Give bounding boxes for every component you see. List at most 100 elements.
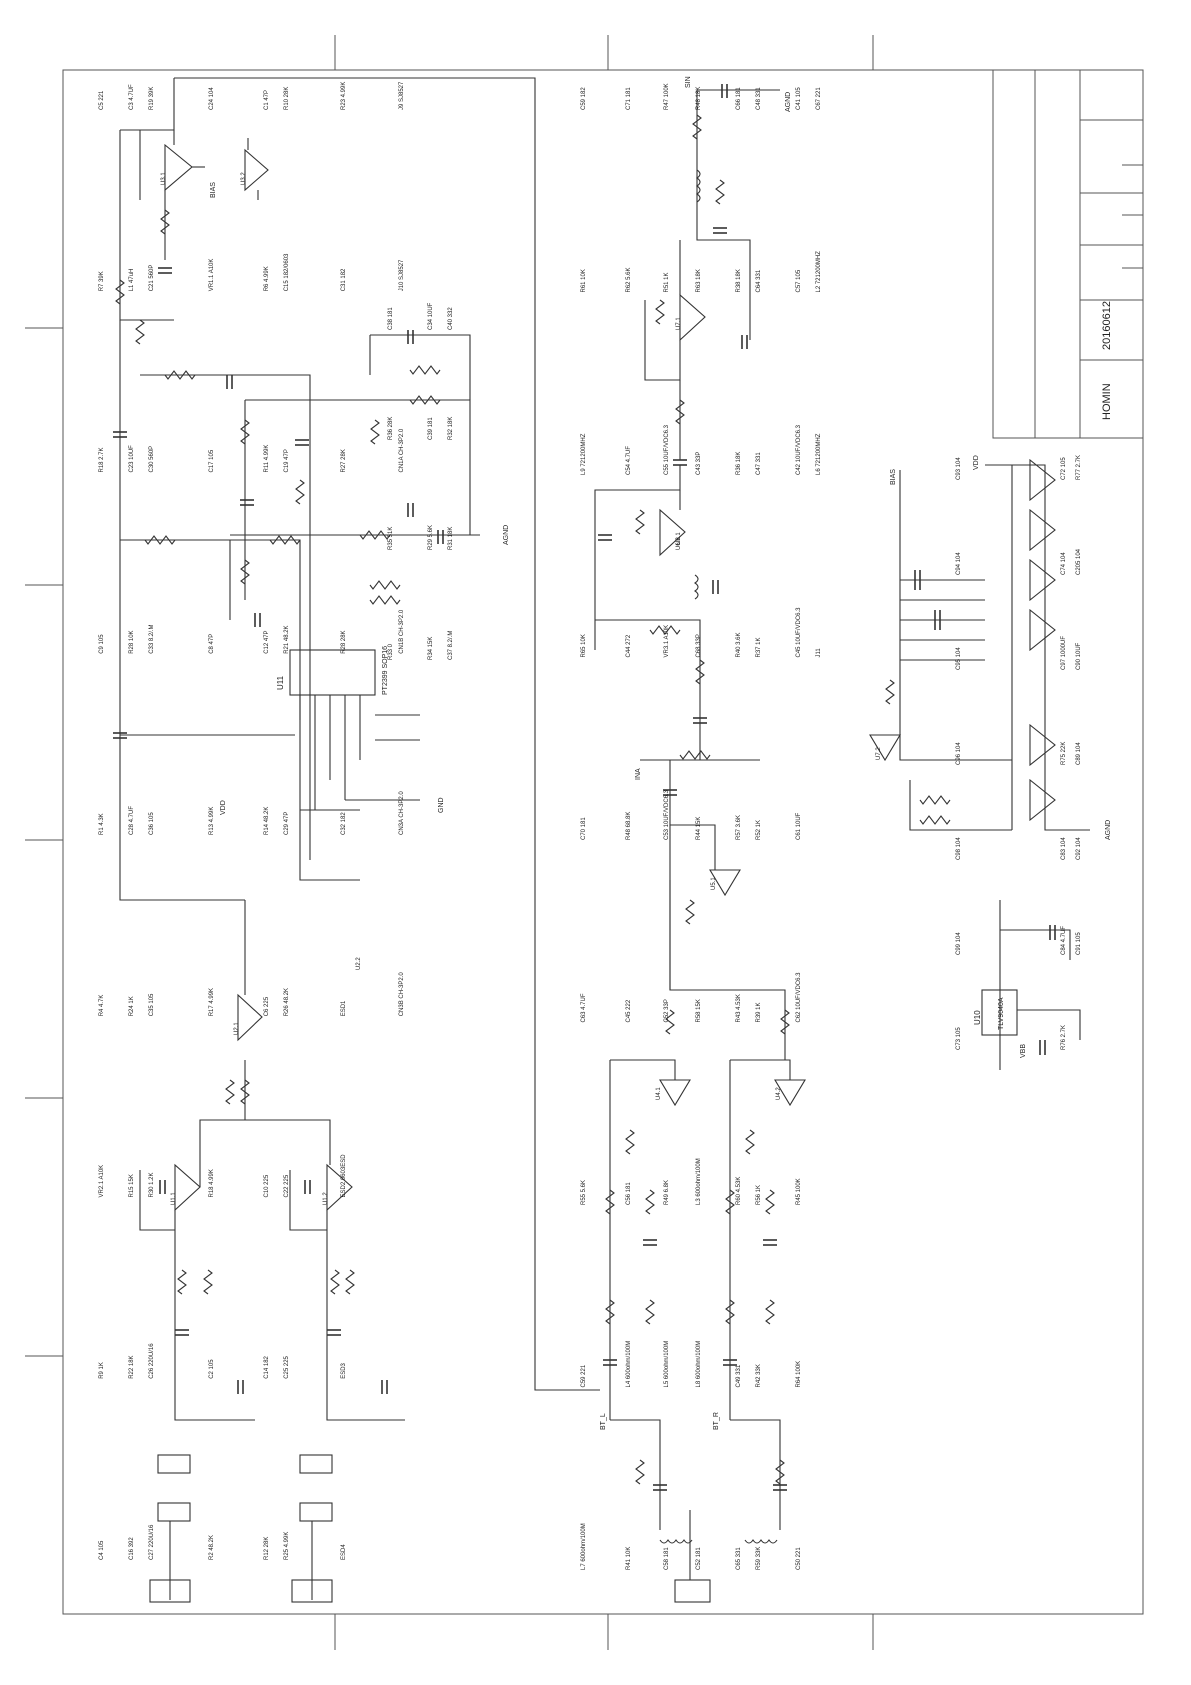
component-label-decoupling-15: R77 2.7K bbox=[1076, 455, 1082, 480]
component-label-decoupling-4: C96 104 bbox=[956, 742, 962, 765]
component-label-decoupling-7: C73 105 bbox=[956, 1027, 962, 1050]
component-label-decoupling-20: C91 105 bbox=[1076, 932, 1082, 955]
component-label-mid-1: C38 181 bbox=[388, 307, 394, 330]
component-label-decoupling-14: R76 2.7K bbox=[1061, 1025, 1067, 1050]
input-stage bbox=[139, 900, 405, 1603]
component-label-left-14: C28 4.7UF bbox=[129, 806, 135, 835]
component-label-right-38: R38 18K bbox=[736, 269, 742, 292]
net-vdd-2: VDD bbox=[973, 455, 980, 470]
component-label-right-44: C49 331 bbox=[736, 1364, 742, 1387]
component-label-right-50: R52 1K bbox=[756, 820, 762, 840]
component-label-left-20: C21 560P bbox=[149, 265, 155, 292]
component-label-right-54: R59 33K bbox=[756, 1547, 762, 1570]
component-label-mid-10: R32 18K bbox=[448, 417, 454, 440]
net-sin: SIN bbox=[685, 76, 692, 88]
component-label-right-7: R55 5.6K bbox=[581, 1180, 587, 1205]
component-label-right-42: R43 4.53K bbox=[736, 994, 742, 1022]
component-label-right-58: C45 10UF/VDC6.3 bbox=[796, 607, 802, 658]
component-label-right-35: L8 600ohm/100M bbox=[696, 1341, 702, 1388]
component-label-left-63: ESD4 bbox=[341, 1544, 347, 1560]
component-label-right-14: R48 68.8K bbox=[626, 812, 632, 840]
component-label-left-7: VR2.1 A10K bbox=[99, 1165, 105, 1198]
component-label-left-15: R24 1K bbox=[129, 996, 135, 1016]
component-label-mid-7: R29 5.6K bbox=[428, 525, 434, 550]
component-label-right-8: C59 221 bbox=[581, 1364, 587, 1387]
component-label-right-3: L9 721200MHZ bbox=[581, 433, 587, 475]
component-label-right-21: C55 10UF/VDC6.3 bbox=[664, 424, 670, 475]
opamp-label-U7-1: U7.1 bbox=[676, 317, 682, 330]
component-label-right-15: C45 222 bbox=[626, 999, 632, 1022]
component-label-left-67: CN1B CH-3P2.0 bbox=[399, 609, 405, 654]
opamp-label-U6-1: U6.1 bbox=[676, 532, 682, 545]
component-label-decoupling-16: C205 104 bbox=[1076, 548, 1082, 575]
component-label-right-62: R64 100K bbox=[796, 1361, 802, 1388]
component-label-left-58: R28 28K bbox=[341, 630, 347, 653]
component-label-mid-8: R34 15K bbox=[428, 637, 434, 660]
component-label-right-5: C70 181 bbox=[581, 817, 587, 840]
component-label-right-13: C44 272 bbox=[626, 634, 632, 657]
opamp-label-U5-1: U5.1 bbox=[711, 877, 717, 890]
component-label-decoupling-18: C89 104 bbox=[1076, 742, 1082, 765]
component-label-left-61: ESD2 0603ESD bbox=[341, 1154, 347, 1198]
component-label-right-1: C59 182 bbox=[581, 87, 587, 110]
net-bt-l: BT_L bbox=[600, 1413, 607, 1430]
net-bias-1: BIAS bbox=[210, 182, 217, 198]
component-label-left-54: R25 4.99K bbox=[284, 1532, 290, 1560]
opamp-label-U2-2: U2.2 bbox=[356, 957, 362, 970]
component-label-right-41: R57 3.6K bbox=[736, 815, 742, 840]
component-label-left-24: C35 105 bbox=[149, 993, 155, 1016]
component-label-left-21: C30 560P bbox=[149, 446, 155, 473]
power-decoupling: U10 TLV9040A bbox=[869, 458, 1090, 1070]
component-label-left-68: CN3A CH-3P2.0 bbox=[399, 791, 405, 835]
component-label-left-49: R21 48.2K bbox=[284, 625, 290, 653]
component-label-right-19: R47 100K bbox=[664, 83, 670, 110]
component-label-right-67: J11 bbox=[816, 648, 822, 658]
component-label-left-16: R15 15K bbox=[129, 1174, 135, 1197]
component-label-left-43: C10 225 bbox=[264, 1174, 270, 1197]
component-label-right-65: L2 721200MHZ bbox=[816, 251, 822, 293]
drawing-date: 20160612 bbox=[1101, 301, 1113, 350]
opamp-label-U3-2: U3.2 bbox=[241, 172, 247, 185]
component-label-left-35: C2 105 bbox=[209, 1359, 215, 1379]
component-label-left-64: J9 SJ8527 bbox=[399, 81, 405, 110]
component-label-decoupling-10: C97 1000UF bbox=[1061, 636, 1067, 670]
component-label-left-69: CN3B CH-3P2.0 bbox=[399, 972, 405, 1017]
component-label-right-28: R48 18K bbox=[696, 87, 702, 110]
component-label-left-22: C33 8.2/.M bbox=[149, 624, 155, 653]
component-label-right-36: C52 181 bbox=[696, 1547, 702, 1570]
component-label-left-37: C1 47P bbox=[264, 90, 270, 110]
component-label-left-31: C8 47P bbox=[209, 634, 215, 654]
component-label-left-44: C14 182 bbox=[264, 1355, 270, 1378]
ic-U11-ref: U11 bbox=[276, 675, 285, 690]
signal-bus-wire bbox=[174, 77, 600, 1391]
component-label-right-17: L4 600ohm/100M bbox=[626, 1341, 632, 1388]
regulator-part: TLV9040A bbox=[998, 997, 1005, 1030]
component-label-left-11: L1 47uH bbox=[129, 269, 135, 292]
component-label-left-18: C16 392 bbox=[129, 1537, 135, 1560]
opamp-label-U4-2: U4.2 bbox=[776, 1087, 782, 1100]
regulator-ref: U10 bbox=[973, 1010, 982, 1025]
component-label-left-40: C12 47P bbox=[264, 630, 270, 653]
component-label-mid-5: C34 10UF bbox=[428, 302, 434, 330]
component-label-left-36: R2 48.2K bbox=[209, 1535, 215, 1560]
opamp-label-U1-1: U1.1 bbox=[171, 1192, 177, 1205]
net-agnd-2: AGND bbox=[503, 525, 510, 545]
component-label-left-27: C27 220U/16 bbox=[149, 1524, 155, 1560]
component-label-left-12: C23 10UF bbox=[129, 445, 135, 473]
component-label-mid-9: C40 332 bbox=[448, 307, 454, 330]
component-label-left-23: C36 105 bbox=[149, 812, 155, 835]
component-label-left-60: ESD1 bbox=[341, 1000, 347, 1016]
component-label-right-18: R41 10K bbox=[626, 1547, 632, 1570]
component-label-right-39: R36 18K bbox=[736, 452, 742, 475]
component-label-right-16: C56 181 bbox=[626, 1182, 632, 1205]
component-label-right-20: R51 1K bbox=[664, 272, 670, 292]
component-label-decoupling-13: C84 4.7UF bbox=[1061, 926, 1067, 955]
component-label-right-46: C48 331 bbox=[756, 87, 762, 110]
component-label-right-40: R40 3.6K bbox=[736, 632, 742, 657]
component-label-mid-2: R36 28K bbox=[388, 417, 394, 440]
component-label-right-60: C62 10UF/VDC6.3 bbox=[796, 972, 802, 1023]
component-label-mid-3: R35 51K bbox=[388, 527, 394, 550]
right-signal-chain bbox=[594, 84, 806, 1603]
component-label-right-26: L5 600ohm/100M bbox=[664, 1341, 670, 1388]
